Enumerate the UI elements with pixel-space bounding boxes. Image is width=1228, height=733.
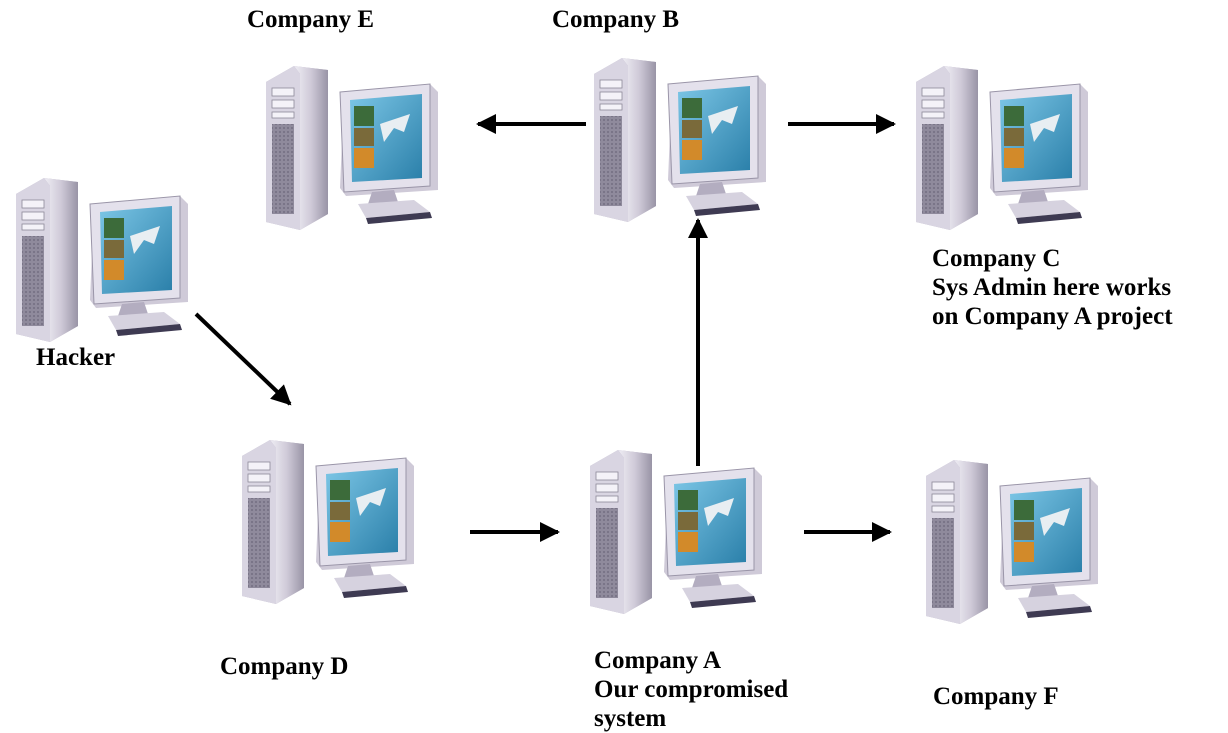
label-company-e-line-1: Company E: [247, 6, 375, 33]
company-b-desktop-computer-icon: [593, 57, 767, 223]
edge-layer: [194, 114, 896, 542]
company-c-desktop-computer-icon: [915, 65, 1089, 231]
label-hacker: Hacker: [36, 343, 115, 372]
label-company-c: Company C Sys Admin here works on Compan…: [932, 244, 1173, 331]
company-d-desktop-computer-icon: [241, 439, 415, 605]
label-company-a-line-3: system: [594, 705, 667, 732]
label-company-d-line-1: Company D: [220, 653, 349, 680]
node-layer: [15, 57, 1099, 625]
label-company-a: Company A Our compromised system: [594, 646, 788, 733]
label-hacker-line-1: Hacker: [36, 344, 116, 371]
company-a-desktop-computer-icon: [589, 449, 763, 615]
label-company-a-line-1: Company A: [594, 647, 722, 674]
hacker-desktop-computer-icon: [15, 177, 189, 343]
company-e-desktop-computer-icon: [265, 65, 439, 231]
company-f-desktop-computer-icon: [925, 459, 1099, 625]
label-company-a-line-2: Our compromised: [594, 676, 789, 703]
label-company-e: Company E: [247, 5, 374, 34]
label-company-f-line-1: Company F: [933, 683, 1059, 710]
label-company-c-line-3: on Company A project: [932, 303, 1173, 330]
label-company-b: Company B: [552, 5, 679, 34]
label-company-c-line-1: Company C: [932, 245, 1061, 272]
label-company-b-line-1: Company B: [552, 6, 680, 33]
label-company-d: Company D: [220, 652, 349, 681]
arrow-hacker-to-company-d: [194, 312, 292, 406]
label-company-f: Company F: [933, 682, 1059, 711]
label-company-c-line-2: Sys Admin here works: [932, 274, 1172, 301]
